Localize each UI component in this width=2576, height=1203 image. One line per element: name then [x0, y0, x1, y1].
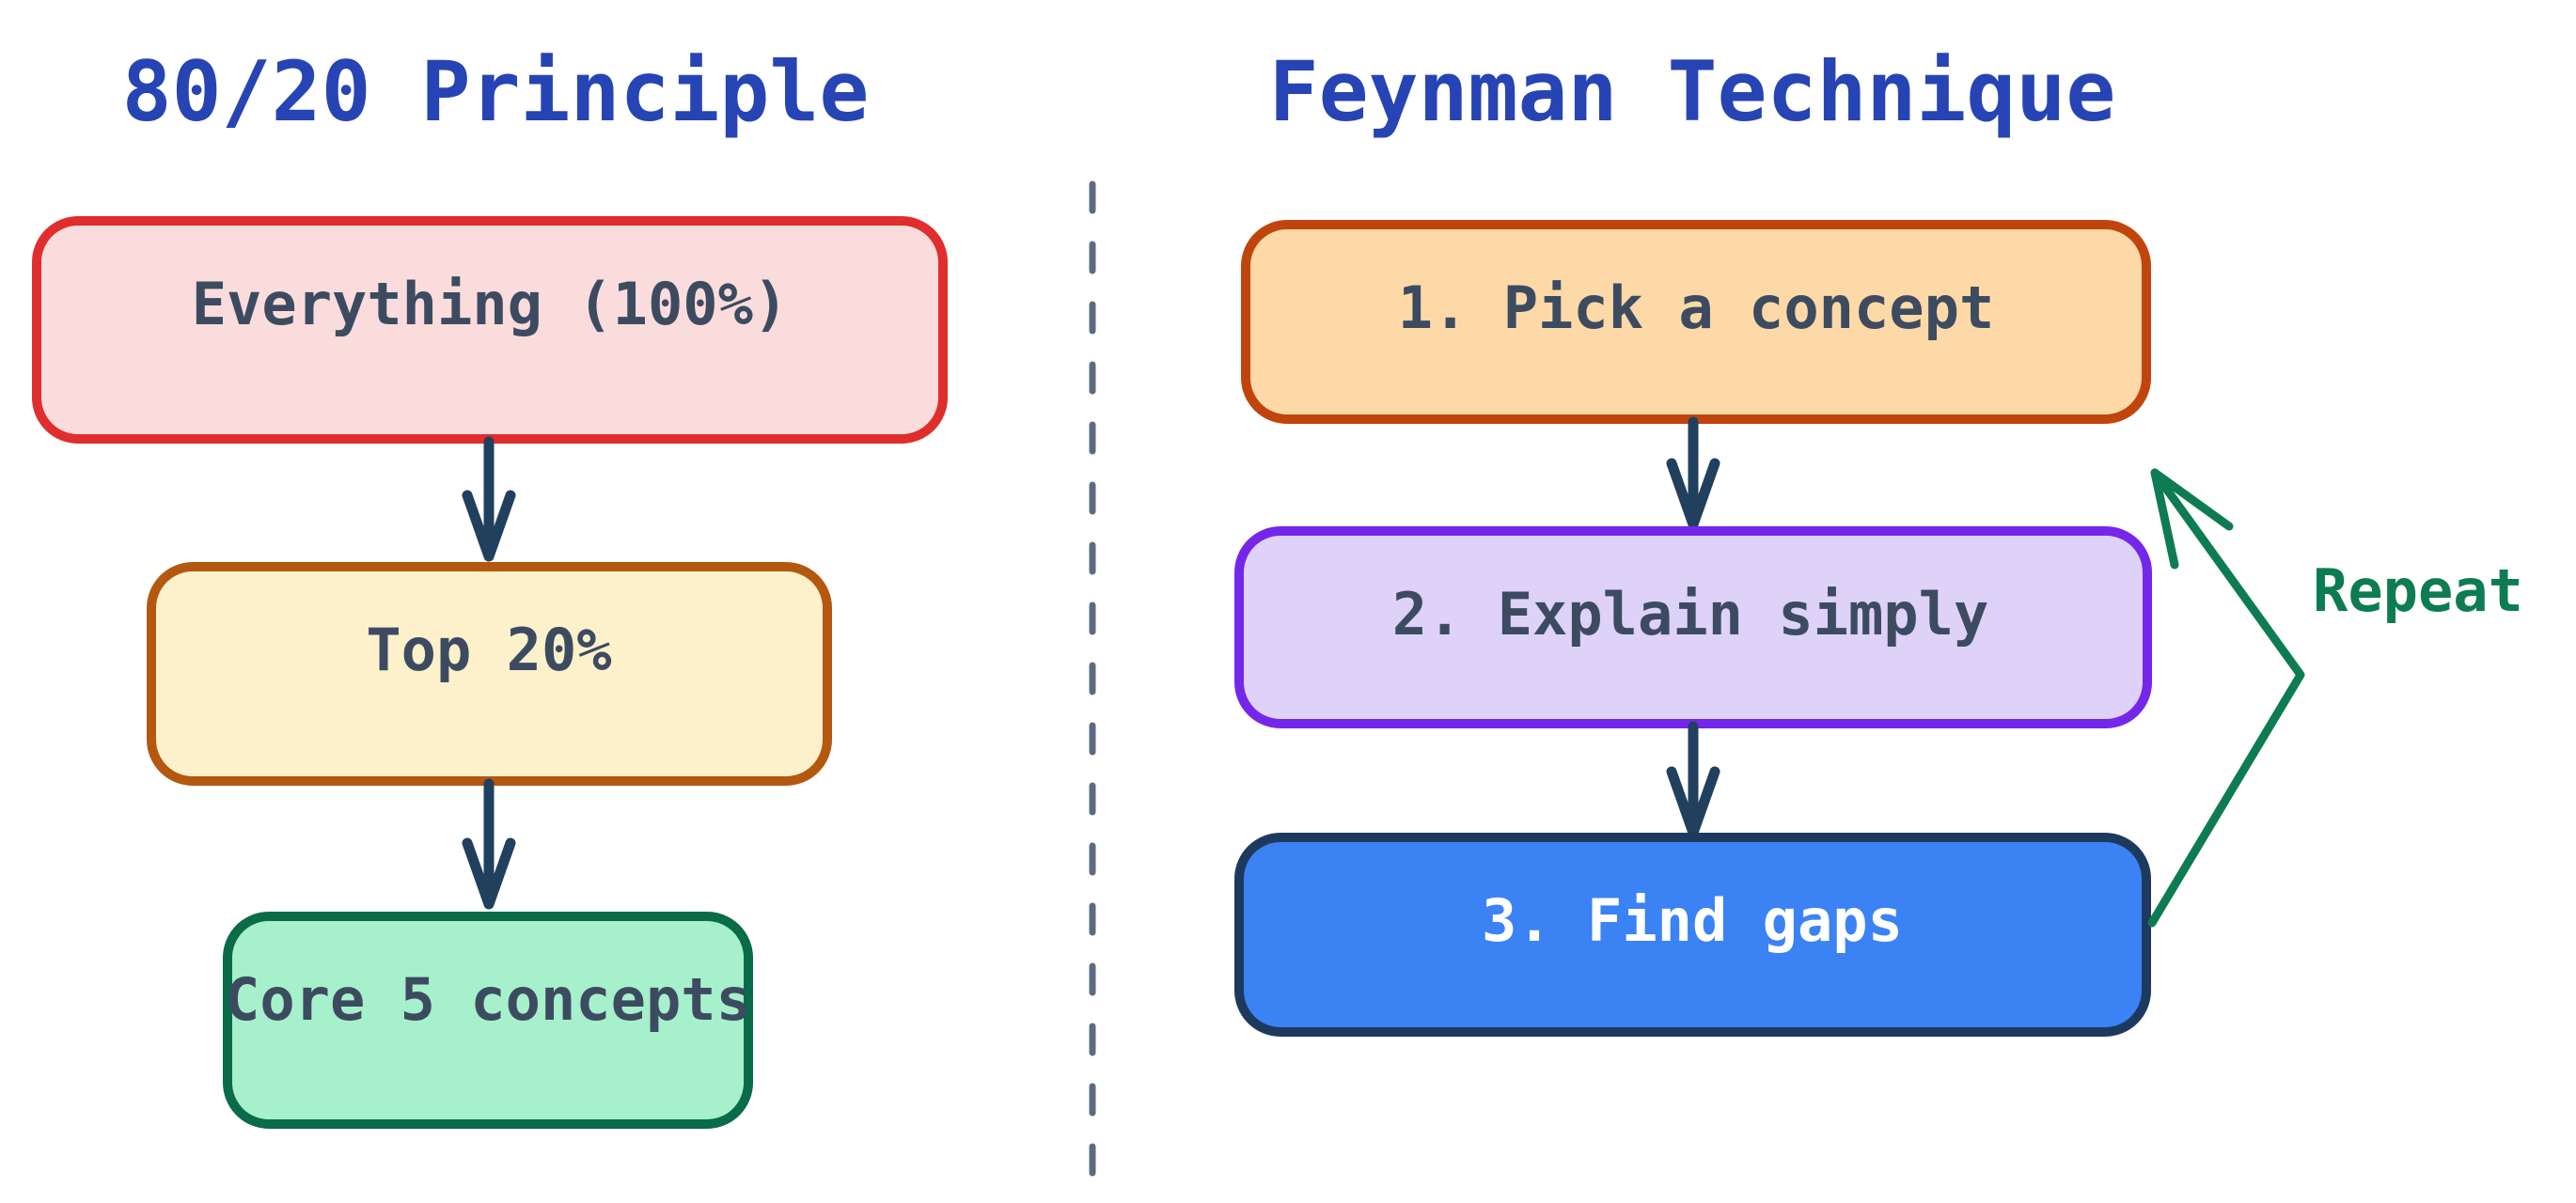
arrow-top20-to-core5 — [462, 778, 516, 910]
box-everything-100-label: Everything (100%) — [192, 270, 789, 338]
arrowhead-down-icon — [1666, 458, 1720, 530]
section-80-20: 80/20 Principle Everything (100%) Top 20… — [32, 43, 948, 1129]
box-find-gaps-label: 3. Find gaps — [1482, 886, 1903, 955]
arrowhead-down-icon — [462, 837, 516, 910]
repeat-arrow-shaft — [2147, 468, 2305, 928]
right-section-title: Feynman Technique — [1269, 43, 2116, 140]
arrowhead-down-icon — [462, 490, 516, 562]
arrowhead-up-left-icon — [2150, 468, 2234, 570]
box-core-5-concepts-label: Core 5 concepts — [225, 965, 751, 1034]
arrow-everything-to-top20 — [462, 436, 516, 562]
box-top-20-label: Top 20% — [366, 616, 611, 684]
box-explain-simply-label: 2. Explain simply — [1392, 580, 1989, 648]
box-pick-a-concept-label: 1. Pick a concept — [1398, 273, 1995, 342]
left-section-title: 80/20 Principle — [122, 43, 870, 140]
arrow-step2-to-step3 — [1666, 721, 1720, 838]
repeat-label: Repeat — [2313, 556, 2523, 625]
arrow-repeat-loop — [2147, 468, 2305, 928]
box-core-5-concepts — [223, 912, 753, 1129]
arrow-step1-to-step2 — [1666, 416, 1720, 530]
box-find-gaps — [1234, 833, 2151, 1037]
section-feynman: Feynman Technique 1. Pick a concept 2. E… — [1234, 43, 2523, 1037]
